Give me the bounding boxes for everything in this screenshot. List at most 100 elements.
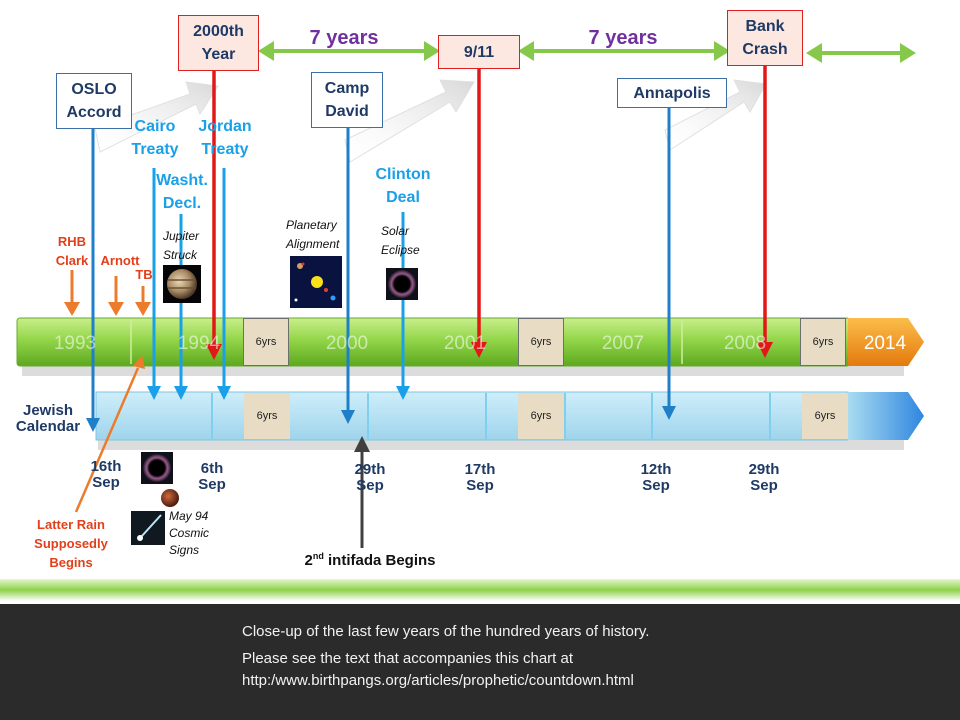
oslo-line1: OSLO	[71, 81, 117, 98]
date-day: 17th	[464, 461, 496, 478]
camp-david-line1: Camp	[324, 80, 370, 97]
cosmic-line3: Signs	[169, 543, 200, 557]
date-month: Sep	[466, 477, 494, 494]
date-label: 16th Sep	[76, 459, 136, 491]
planetary-line1: Planetary	[286, 218, 337, 232]
red-arrows	[206, 64, 773, 360]
nine-eleven-box: 9/11	[438, 35, 520, 69]
camp-david-line2: David	[325, 103, 369, 120]
planetary-line2: Alignment	[286, 237, 340, 251]
jupiter-caption: Jupiter Struck	[163, 227, 213, 265]
eclipse-image-lower	[141, 452, 173, 484]
bank-crash-box: Bank Crash	[727, 10, 803, 66]
six-years-box: 6yrs	[243, 318, 289, 366]
latter-line3: Begins	[49, 555, 93, 570]
washington-declaration-label: Washt. Decl.	[148, 169, 216, 215]
cosmic-line1: May 94	[169, 509, 209, 523]
orange-arrows	[64, 270, 151, 513]
jupiter-image	[163, 265, 201, 303]
calendar-bar-end	[848, 392, 924, 440]
six-years-box: 6yrs	[800, 318, 846, 366]
date-day: 12th	[640, 461, 672, 478]
jordan-treaty-label: Jordan Treaty	[189, 115, 261, 161]
annapolis-box: Annapolis	[617, 78, 727, 108]
date-month: Sep	[750, 477, 778, 494]
blood-moon-image	[161, 489, 179, 507]
trend-arrow-1	[94, 81, 219, 153]
clinton-line2: Deal	[386, 189, 420, 206]
intifada-num: 2	[304, 552, 313, 569]
span-arrow-1	[258, 41, 440, 61]
trend-arrow-2	[344, 79, 475, 163]
span-label-1: 7 years	[309, 27, 379, 49]
jewish-line1: Jewish	[22, 402, 74, 419]
rhb-line2: Clark	[55, 253, 89, 268]
date-month: Sep	[356, 477, 384, 494]
footer-panel: Close-up of the last few years of the hu…	[0, 604, 960, 720]
footer-line-2: Please see the text that accompanies thi…	[242, 650, 574, 667]
six-years-box: 6yrs	[244, 393, 290, 439]
date-day: 29th	[748, 461, 780, 478]
clinton-line1: Clinton	[375, 166, 431, 183]
six-years-box: 6yrs	[518, 318, 564, 366]
solar-eclipse-image	[386, 268, 418, 300]
year-2000-box: 2000th Year	[178, 15, 259, 71]
planetary-alignment-image	[290, 256, 342, 308]
intifada-text: intifada Begins	[323, 552, 436, 569]
year-2000-line2: Year	[201, 46, 236, 63]
year-label-2000: 2000	[325, 333, 369, 354]
date-label: 6th Sep	[182, 461, 242, 493]
arnott-label: Arnott	[100, 253, 140, 268]
span-arrow-3	[806, 43, 916, 63]
span-arrow-2	[518, 41, 730, 61]
comet-image	[131, 511, 165, 545]
intifada-sup: nd	[312, 551, 324, 561]
year-label-2001: 2001	[443, 333, 487, 354]
footer-green-band	[0, 579, 960, 601]
footer-line-1: Close-up of the last few years of the hu…	[242, 623, 650, 640]
tb-label: TB	[135, 267, 153, 282]
jupiter-line2: Struck	[163, 248, 198, 262]
year-label-2008: 2008	[723, 333, 767, 354]
cosmic-line2: Cosmic	[169, 526, 210, 540]
cosmic-signs-caption: May 94 Cosmic Signs	[169, 508, 225, 559]
oslo-line2: Accord	[66, 104, 122, 121]
year-label-2014: 2014	[863, 333, 907, 354]
date-month: Sep	[642, 477, 670, 494]
latter-line1: Latter Rain	[37, 517, 105, 532]
footer-line-3: http:/www.birthpangs.org/articles/prophe…	[242, 672, 634, 689]
jordan-line1: Jordan	[198, 118, 252, 135]
cairo-treaty-label: Cairo Treaty	[120, 115, 190, 161]
oslo-accord-box: OSLO Accord	[56, 73, 132, 129]
jewish-calendar-label: Jewish Calendar	[8, 403, 88, 435]
intifada-label: 2nd intifada Begins	[290, 551, 450, 569]
date-label: 29th Sep	[340, 462, 400, 494]
date-label: 12th Sep	[626, 462, 686, 494]
nine-eleven-label: 9/11	[463, 43, 495, 61]
date-label: 17th Sep	[450, 462, 510, 494]
jordan-line2: Treaty	[201, 141, 249, 158]
solar-eclipse-caption: Solar Eclipse	[381, 222, 437, 260]
year-2000-line1: 2000th	[193, 23, 244, 40]
date-month: Sep	[92, 474, 120, 491]
calendar-bar	[95, 391, 849, 441]
six-years-box: 6yrs	[518, 393, 564, 439]
rhb-line1: RHB	[57, 234, 87, 249]
washt-line2: Decl.	[162, 195, 202, 212]
date-day: 6th	[200, 460, 224, 477]
date-day: 29th	[354, 461, 386, 478]
annapolis-label: Annapolis	[633, 84, 711, 102]
cairo-line1: Cairo	[134, 118, 176, 135]
jewish-line2: Calendar	[15, 418, 81, 435]
jupiter-line1: Jupiter	[163, 229, 200, 243]
rhb-clark-label: RHB Clark	[50, 232, 94, 270]
solar-line1: Solar	[381, 224, 410, 238]
six-years-box: 6yrs	[802, 393, 848, 439]
planetary-caption: Planetary Alignment	[286, 216, 356, 254]
intifada-arrow	[354, 436, 370, 548]
year-label-1993: 1993	[53, 333, 97, 354]
span-label-2: 7 years	[588, 27, 658, 49]
year-bar-end	[848, 318, 924, 366]
year-label-1994: 1994	[177, 333, 221, 354]
